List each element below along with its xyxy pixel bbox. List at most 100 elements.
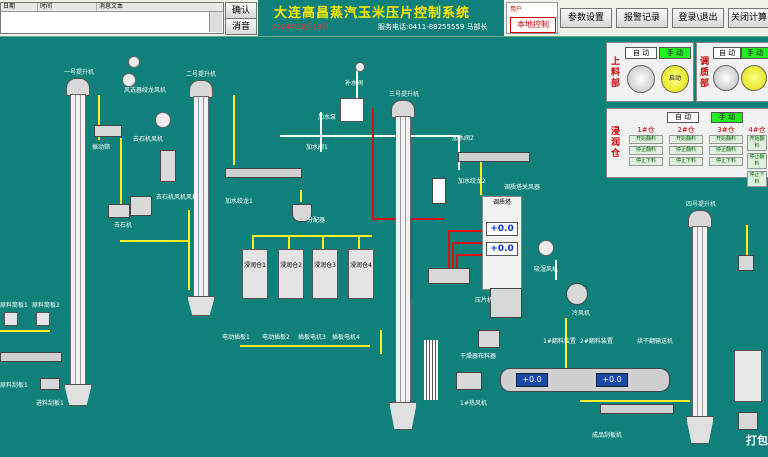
stop-unload-button[interactable]: 停止下料 [669, 157, 703, 166]
steam-cylinder[interactable] [432, 178, 446, 204]
feed-lamp-off[interactable] [627, 65, 655, 93]
tower-readout-1: +0.0 [486, 222, 518, 236]
pipe [233, 95, 235, 165]
soak-bin-2[interactable]: 浸润仓2 [278, 249, 304, 299]
cool-fan[interactable] [566, 283, 588, 305]
soak-auto-button[interactable]: 自 动 [667, 112, 699, 123]
page-title: 大连高昌蒸汽玉米压片控制系统 [274, 6, 471, 21]
stop-turn-button[interactable]: 停止翻料 [629, 146, 663, 155]
pipe [240, 345, 370, 347]
shutdown-button[interactable]: 关闭计算 [728, 8, 768, 28]
alarm-scrollbar[interactable] [209, 12, 222, 32]
steam-pipe [452, 242, 483, 244]
login-button[interactable]: 登录\退出 [672, 8, 724, 28]
pipe [565, 318, 567, 368]
pipe [252, 235, 254, 249]
steam-pipe [452, 242, 454, 270]
hot-air-fan-label: 1#热风机 [460, 400, 487, 407]
flaker[interactable] [490, 288, 522, 318]
stop-turn-button[interactable]: 停止翻料 [709, 146, 743, 155]
exhaust-fan-label: 吸湿风机 [534, 266, 559, 273]
packer-bin[interactable] [734, 350, 762, 402]
open-turn-button[interactable]: 开始翻料 [669, 135, 703, 144]
confirm-button[interactable]: 确认 [225, 2, 257, 19]
tower-fan-label: 调质塔关风器 [504, 184, 541, 191]
water-pipe [356, 70, 358, 98]
soak-bin-1[interactable]: 浸润仓1 [242, 249, 268, 299]
exhaust-fan-icon[interactable] [538, 240, 554, 256]
product-scraper[interactable] [600, 404, 674, 414]
vibrating-screen[interactable] [94, 125, 122, 137]
pipe [288, 235, 290, 249]
elevator-4[interactable] [692, 226, 708, 418]
cool-fan-label: 冷风机 [572, 310, 591, 317]
elevator-1-boot [64, 384, 92, 406]
elevator-1[interactable] [70, 94, 86, 386]
open-turn-button[interactable]: 开始翻料 [709, 135, 743, 144]
cond-lamp-off[interactable] [713, 65, 739, 91]
packer-machine[interactable] [738, 412, 758, 430]
fan-icon[interactable] [122, 73, 136, 87]
stop-turn-button[interactable]: 停止翻料 [747, 153, 767, 169]
col-time: 时间 [38, 3, 97, 11]
stop-turn-button[interactable]: 停止翻料 [669, 146, 703, 155]
raw-bin-2[interactable] [36, 312, 50, 326]
soak-bin-3[interactable]: 浸润仓3 [312, 249, 338, 299]
motor-3-label: 插板电机3 [298, 334, 326, 341]
feed-lamp-on[interactable]: 启动 [661, 65, 689, 93]
packer-hopper[interactable] [738, 255, 754, 271]
steam-manifold[interactable] [428, 268, 470, 284]
cond-panel-title: 调质部 [700, 57, 710, 89]
cyclone[interactable] [160, 150, 176, 182]
fan-label: 风选器绞龙风机 [124, 87, 167, 94]
screw-conveyor-1[interactable] [225, 168, 302, 178]
vib-screen-label: 振动筛 [92, 144, 111, 151]
screw2-label: 加水绞龙2 [458, 178, 486, 185]
soak-manual-button[interactable]: 手 动 [711, 112, 743, 123]
product-scraper-label: 成品刮板机 [592, 432, 623, 439]
valve-icon[interactable] [355, 62, 365, 72]
distributor[interactable] [292, 204, 312, 222]
feed-panel-title: 上料部 [611, 57, 621, 89]
conveyor-readout-2: +0.0 [596, 373, 628, 387]
motor-2-label: 电动插板2 [262, 334, 290, 341]
user-box: 用户 本地控制 [506, 2, 558, 34]
soak-bin-col-3: 3#仓 开始翻料 停止翻料 停止下料 [709, 125, 743, 166]
cond-manual-button[interactable]: 手 动 [741, 47, 768, 59]
raw-scraper[interactable] [0, 352, 62, 362]
pipe [380, 330, 382, 354]
cond-lamp-on[interactable] [741, 65, 767, 91]
open-turn-button[interactable]: 开始翻料 [629, 135, 663, 144]
stop-unload-button[interactable]: 停止下料 [629, 157, 663, 166]
feed-scraper-label: 进料刮板1 [36, 400, 64, 407]
params-button[interactable]: 参数设置 [560, 8, 612, 28]
water-valve2-label: 加水阀2 [452, 135, 474, 142]
destoner-fan-icon[interactable] [155, 112, 171, 128]
small-fan-icon[interactable] [128, 56, 140, 68]
screw-conveyor-2[interactable] [458, 152, 530, 162]
soak-bin-col-2: 2#仓 开始翻料 停止翻料 停止下料 [669, 125, 703, 166]
destoner[interactable] [108, 204, 130, 218]
elevator-4-label: 四号提升机 [686, 201, 717, 208]
stop-unload-button[interactable]: 停止下料 [709, 157, 743, 166]
alarm-table[interactable]: 日期 时间 消息文本 [0, 2, 224, 34]
hot-air-fan[interactable] [456, 372, 482, 390]
water-tank[interactable] [340, 98, 364, 122]
cond-auto-button[interactable]: 自 动 [713, 47, 741, 59]
steam-radiator [424, 340, 438, 400]
alarm-log-button[interactable]: 报警记录 [616, 8, 668, 28]
elevator-3[interactable] [395, 116, 411, 404]
soak-bin-4[interactable]: 浸润仓4 [348, 249, 374, 299]
feed-manual-button[interactable]: 手 动 [659, 47, 691, 59]
dryer-feeder[interactable] [478, 330, 500, 348]
open-turn-button[interactable]: 开始翻料 [747, 135, 767, 151]
feed-scraper-motor[interactable] [40, 378, 60, 390]
feed-auto-button[interactable]: 自 动 [625, 47, 657, 59]
cooler-conv-label: 烘干翻输送机 [637, 338, 674, 345]
dryer-conveyor[interactable] [500, 368, 670, 392]
destoner-body[interactable] [130, 196, 152, 216]
elevator-2[interactable] [193, 96, 209, 298]
raw-bin-1[interactable] [4, 312, 18, 326]
mute-button[interactable]: 消音 [225, 18, 257, 35]
stop-unload-button[interactable]: 停止下料 [747, 171, 767, 187]
